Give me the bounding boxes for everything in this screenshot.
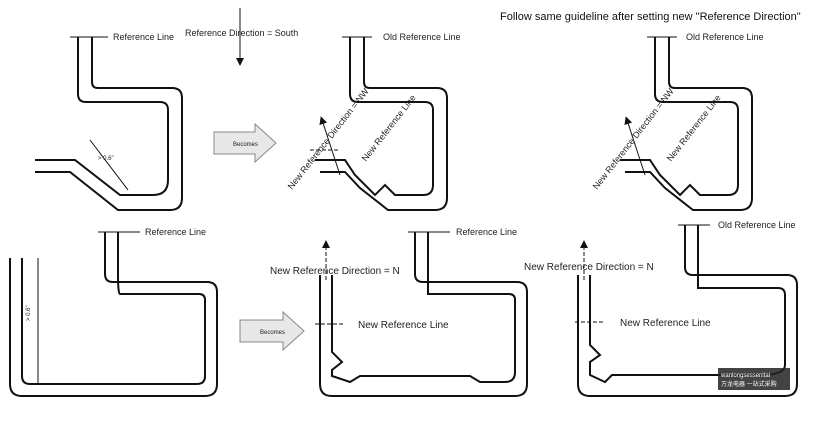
bent-profile-outer bbox=[35, 37, 169, 196]
reference-line-label: Reference Line bbox=[456, 227, 517, 237]
new-reference-line-label: New Reference Line bbox=[358, 320, 449, 331]
panel-5: Reference Line New Reference Direction =… bbox=[270, 227, 528, 397]
panel-1: Reference Line Reference Direction = Sou… bbox=[35, 8, 298, 211]
panel-4: Reference Line > 0.6" bbox=[9, 227, 218, 397]
svg-text:Becomes: Becomes bbox=[260, 330, 285, 336]
bent-profile-inner bbox=[331, 232, 516, 384]
reference-line-label: Reference Line bbox=[145, 227, 206, 237]
old-reference-line-label: Old Reference Line bbox=[686, 32, 764, 42]
reference-direction-label: Reference Direction = South bbox=[185, 28, 298, 38]
new-direction-label: New Reference Direction = N bbox=[524, 262, 654, 273]
svg-text:Becomes: Becomes bbox=[233, 142, 258, 148]
panel-6: Old Reference Line New Reference Directi… bbox=[524, 220, 798, 397]
bent-profile-inner bbox=[589, 225, 786, 384]
bent-profile-inner bbox=[35, 37, 183, 211]
becomes-arrow-top: Becomes bbox=[213, 122, 277, 164]
old-reference-line-label: Old Reference Line bbox=[383, 32, 461, 42]
bent-profile-inner bbox=[21, 232, 206, 385]
dimension-label: > 0.6" bbox=[26, 305, 32, 321]
bent-profile-inner bbox=[320, 37, 448, 211]
new-reference-line-label: New Reference Line bbox=[620, 318, 711, 329]
top-note: Follow same guideline after setting new … bbox=[500, 11, 801, 23]
reference-line-label: Reference Line bbox=[113, 32, 174, 42]
old-reference-line-label: Old Reference Line bbox=[718, 220, 796, 230]
bent-profile-outer bbox=[319, 232, 528, 397]
bent-profile-outer bbox=[620, 37, 739, 197]
panel-2: Old Reference Line New Reference Directi… bbox=[286, 32, 461, 211]
dimension-line bbox=[89, 139, 129, 191]
new-reference-line-label: New Reference Line bbox=[665, 93, 723, 163]
bent-profile-inner bbox=[625, 37, 753, 211]
svg-text:wanlongsessenital: wanlongsessenital bbox=[720, 373, 770, 379]
panel-3: Old Reference Line New Reference Directi… bbox=[591, 32, 764, 211]
new-reference-line-label: New Reference Line bbox=[360, 93, 418, 163]
new-direction-label: New Reference Direction = N bbox=[270, 266, 400, 277]
becomes-arrow-bottom: Becomes bbox=[239, 310, 305, 352]
watermark: wanlongsessenital 万龙电器 一站式采购 bbox=[718, 368, 790, 390]
bent-profile-outer bbox=[315, 37, 434, 197]
svg-text:万龙电器 一站式采购: 万龙电器 一站式采购 bbox=[721, 380, 777, 388]
bent-profile-outer bbox=[577, 225, 798, 397]
dimension-label: > 0.6" bbox=[98, 156, 114, 162]
bent-profile-outer bbox=[9, 232, 218, 397]
